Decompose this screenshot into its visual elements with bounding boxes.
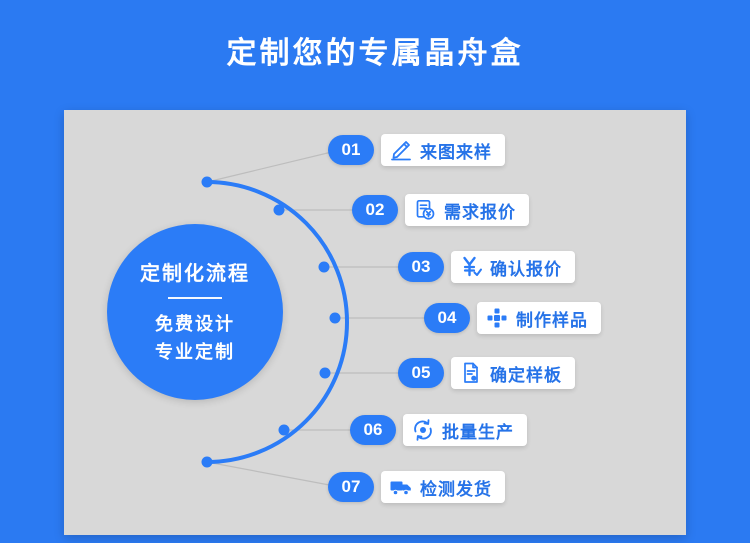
step-number-badge: 01	[328, 135, 374, 165]
step-row-6: 06 批量生产	[350, 414, 527, 446]
badge-line-2: 专业定制	[155, 342, 235, 362]
document-yen-icon	[413, 198, 437, 222]
step-label: 需求报价	[444, 202, 516, 222]
step-number-badge: 06	[350, 415, 396, 445]
step-label-box: 检测发货	[381, 471, 505, 503]
step-label-box: 确定样板	[451, 357, 575, 389]
step-label: 确定样板	[490, 365, 562, 385]
page-title: 定制您的专属晶舟盒	[226, 37, 524, 70]
production-cycle-icon	[411, 418, 435, 442]
step-label-box: 制作样品	[477, 302, 601, 334]
step-row-3: 03 确认报价	[398, 251, 575, 283]
step-label-box: 需求报价	[405, 194, 529, 226]
step-number-badge: 07	[328, 472, 374, 502]
step-row-7: 07 检测发货	[328, 471, 505, 503]
step-label-box: 确认报价	[451, 251, 575, 283]
pencil-ruler-icon	[389, 138, 413, 162]
badge-line-1: 免费设计	[155, 314, 235, 335]
step-label-box: 来图来样	[381, 134, 505, 166]
step-label: 来图来样	[420, 142, 492, 162]
assembly-parts-icon	[485, 306, 509, 330]
process-badge: 定制化流程 免费设计 专业定制	[107, 224, 283, 400]
step-row-2: 02 需求报价	[352, 194, 529, 226]
yen-confirm-icon	[459, 255, 483, 279]
step-row-5: 05 确定样板	[398, 357, 575, 389]
step-label: 检测发货	[420, 479, 492, 499]
step-number-badge: 04	[424, 303, 470, 333]
template-doc-icon	[459, 361, 483, 385]
step-row-4: 04 制作样品	[424, 302, 601, 334]
step-row-1: 01 来图来样	[328, 134, 505, 166]
step-number-badge: 05	[398, 358, 444, 388]
step-number-badge: 02	[352, 195, 398, 225]
step-label-box: 批量生产	[403, 414, 527, 446]
badge-title: 定制化流程	[140, 263, 250, 286]
step-label: 确认报价	[490, 259, 562, 279]
step-label: 批量生产	[442, 422, 514, 442]
step-label: 制作样品	[516, 310, 588, 330]
step-number-badge: 03	[398, 252, 444, 282]
badge-divider	[168, 297, 222, 300]
delivery-truck-icon	[389, 475, 413, 499]
